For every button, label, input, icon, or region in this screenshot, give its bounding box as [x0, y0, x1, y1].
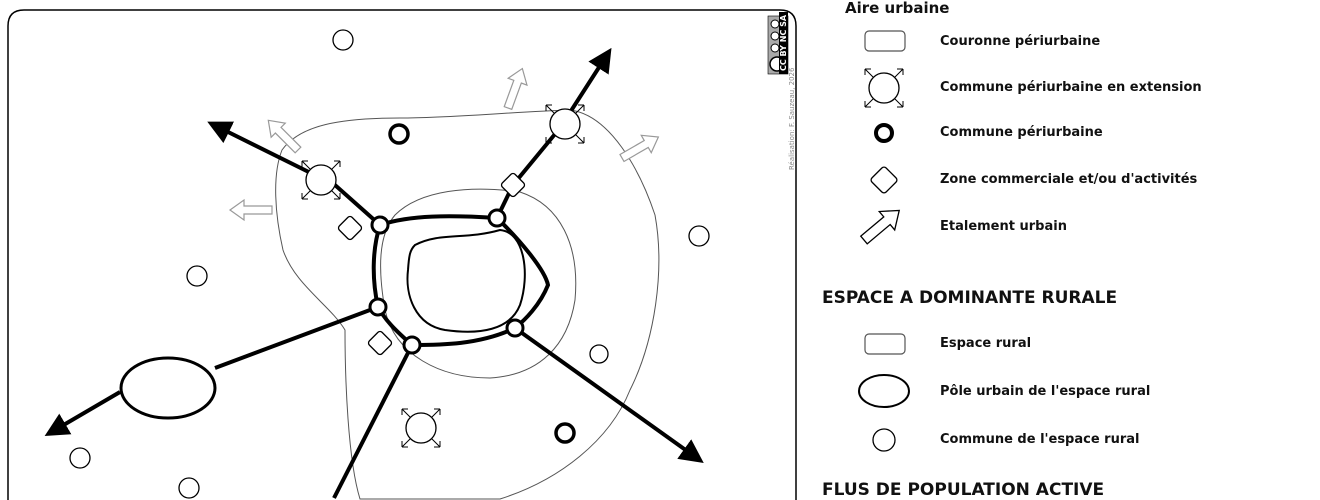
legend-title-aire-urbaine: Aire urbaine: [845, 0, 950, 17]
legend-item: Etalement urbain: [940, 219, 1067, 234]
legend-title-rural: ESPACE A DOMINANTE RURALE: [822, 288, 1118, 308]
pole-urbain-rural: [119, 356, 217, 420]
legend-item: Espace rural: [940, 336, 1032, 351]
couronne-periurbaine: [275, 109, 660, 500]
legend-item: Zone commerciale et/ou d'activités: [940, 172, 1198, 187]
zones-commerciales: [337, 172, 526, 356]
ville-centre: [406, 228, 526, 333]
legend-item: Commune périurbaine: [940, 125, 1103, 140]
license-text: CC BY NC SA: [779, 11, 788, 74]
legend-title-flux: FLUS DE POPULATION ACTIVE: [822, 480, 1105, 500]
legend-item: Couronne périurbaine: [940, 34, 1101, 49]
credit: Réalisation: F. Sauzeau, 2026: [788, 67, 796, 170]
communes-rurales: [69, 29, 710, 499]
legend-item: Commune périurbaine en extension: [940, 80, 1202, 95]
legend-item: Commune de l'espace rural: [940, 432, 1140, 447]
ring-nodes: [368, 208, 525, 355]
map-frame: [7, 9, 797, 500]
legend-symbols: [858, 30, 910, 452]
communes-periurbaines: [388, 123, 576, 444]
legend-item: Pôle urbain de l'espace rural: [940, 384, 1151, 399]
